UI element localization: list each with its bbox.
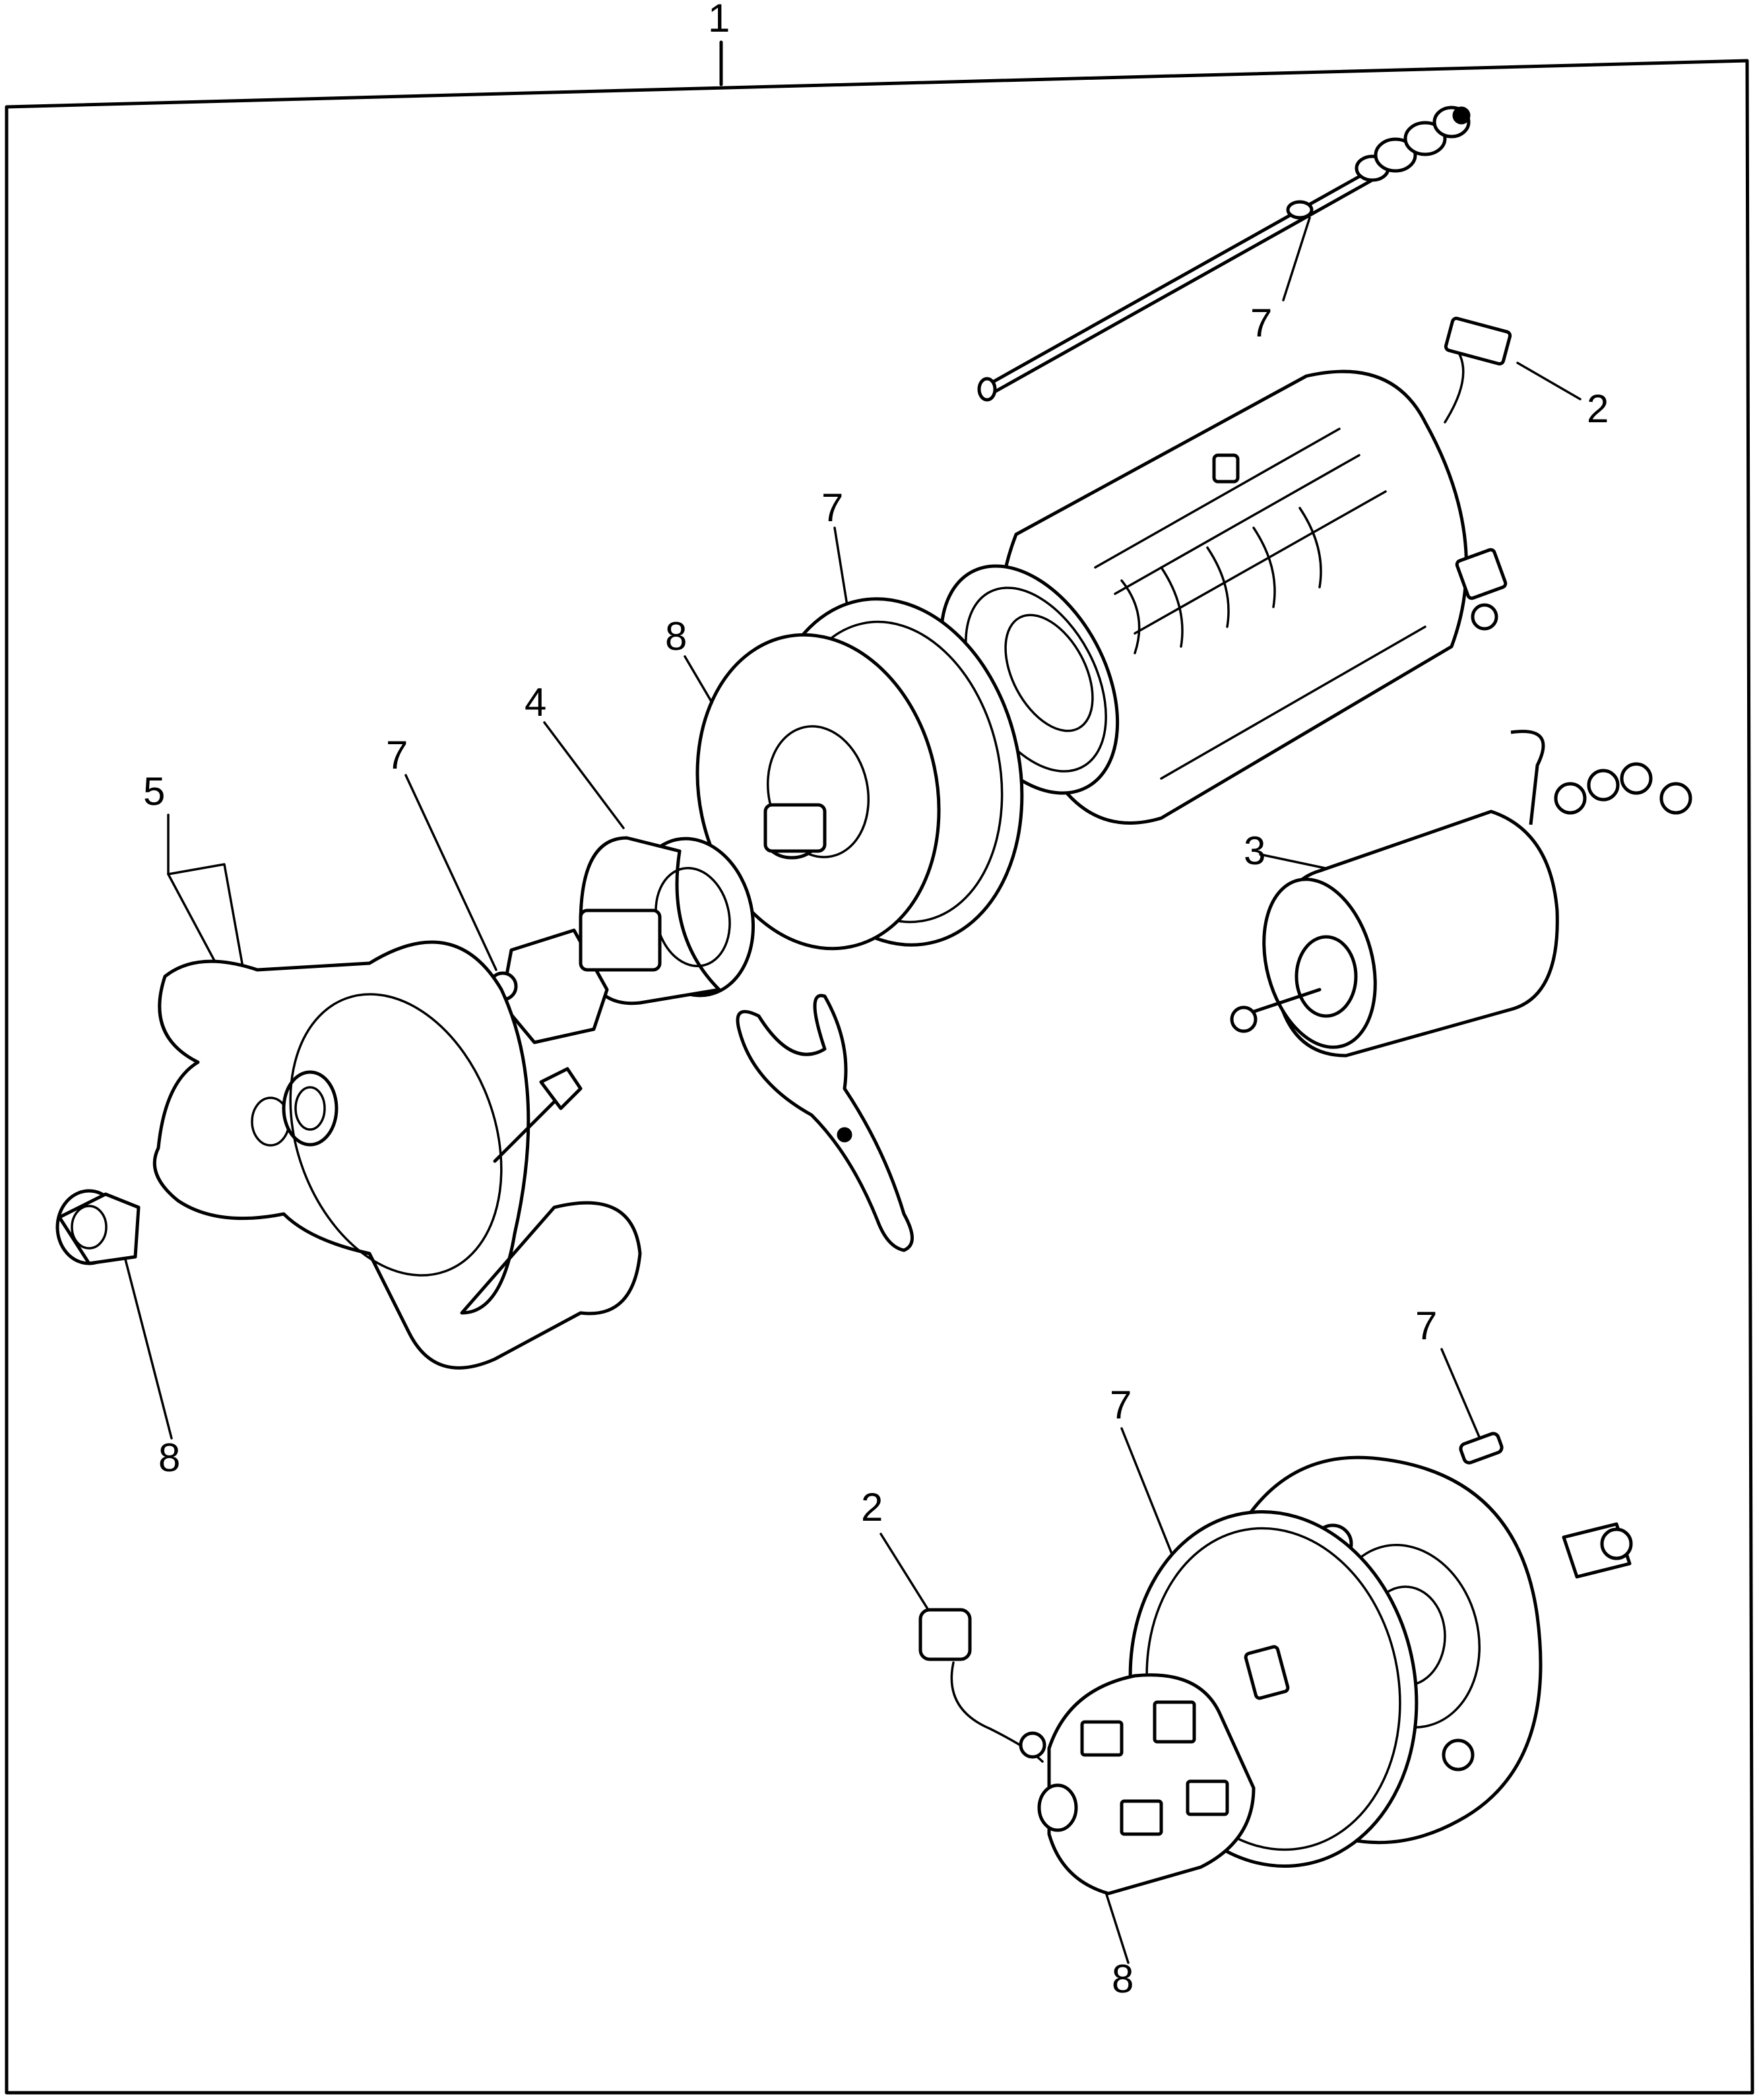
through-bolt xyxy=(977,106,1471,402)
solenoid xyxy=(1230,730,1692,1058)
callout-end-cover-screw: 7 xyxy=(1415,1304,1437,1348)
armature-plate xyxy=(695,633,941,951)
callout-brush-lead: 2 xyxy=(861,1485,883,1529)
assembly-frame xyxy=(5,40,1754,2095)
shift-lever xyxy=(736,994,914,1252)
callout-front-shaft-bushing: 8 xyxy=(665,614,687,658)
drive-end-housing xyxy=(152,940,642,1370)
callouts: 1 7 2 7 8 3 4 7 5 8 7 7 2 8 xyxy=(143,0,1609,2001)
callout-solenoid: 3 xyxy=(1244,829,1265,873)
callout-nose-bushing: 8 xyxy=(158,1436,180,1480)
callout-through-bolt-top: 7 xyxy=(1250,301,1272,345)
brush-holder xyxy=(1037,1645,1290,1895)
nose-bushing xyxy=(55,1189,141,1265)
callout-lead-wire-top: 2 xyxy=(1587,387,1609,431)
callout-brush-holder-bushing: 8 xyxy=(1112,1957,1134,2001)
callout-pinion-stop: 7 xyxy=(386,733,408,777)
brush-lead xyxy=(918,1608,1046,1763)
callout-assembly: 1 xyxy=(708,0,730,40)
callout-field-frame-gasket: 7 xyxy=(821,486,843,530)
field-frame-yoke xyxy=(939,317,1512,825)
callout-snap-ring-set: 5 xyxy=(143,769,165,813)
callout-overrunning-clutch: 4 xyxy=(525,680,546,724)
callout-end-cover-gasket: 7 xyxy=(1110,1383,1132,1427)
